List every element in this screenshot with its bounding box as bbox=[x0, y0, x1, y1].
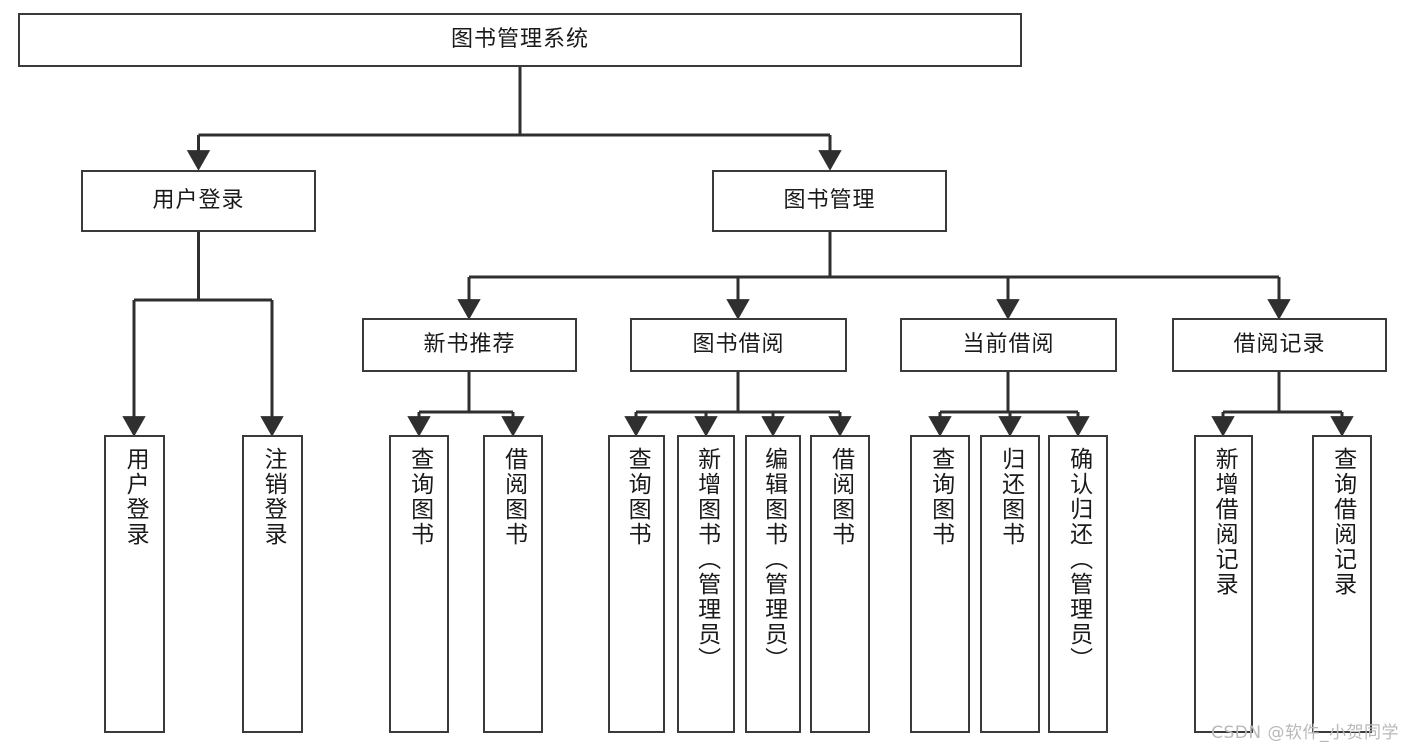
leaf-label: 注销登录 bbox=[260, 447, 287, 547]
node-root[interactable]: 图书管理系统 bbox=[18, 13, 1022, 67]
leaf-node[interactable]: 查询借阅记录 bbox=[1312, 435, 1372, 733]
leaf-node[interactable]: 借阅图书 bbox=[483, 435, 543, 733]
leaf-label: 确认归还（管理员） bbox=[1065, 447, 1092, 672]
leaf-node[interactable]: 查询图书 bbox=[910, 435, 970, 733]
node-root-label: 图书管理系统 bbox=[450, 26, 589, 52]
leaf-label: 查询图书 bbox=[624, 447, 651, 547]
node-current-borrow-label: 当前借阅 bbox=[962, 331, 1055, 357]
leaf-node[interactable]: 借阅图书 bbox=[810, 435, 870, 733]
watermark-text: CSDN @软件_小贺同学 bbox=[1211, 723, 1399, 743]
leaf-node[interactable]: 新增图书（管理员） bbox=[677, 435, 735, 733]
leaf-label: 新增图书（管理员） bbox=[693, 447, 720, 672]
node-current-borrow[interactable]: 当前借阅 bbox=[900, 318, 1117, 372]
node-user-login[interactable]: 用户登录 bbox=[81, 170, 316, 232]
leaf-label: 借阅图书 bbox=[500, 447, 527, 547]
node-user-login-label: 用户登录 bbox=[152, 187, 245, 213]
leaf-label: 编辑图书（管理员） bbox=[760, 447, 787, 672]
node-book-management-label: 图书管理 bbox=[783, 187, 876, 213]
leaf-node[interactable]: 新增借阅记录 bbox=[1194, 435, 1253, 733]
leaf-label: 新增借阅记录 bbox=[1211, 447, 1238, 597]
leaf-node[interactable]: 注销登录 bbox=[242, 435, 303, 733]
node-borrow-record[interactable]: 借阅记录 bbox=[1172, 318, 1387, 372]
node-new-book-recommend-label: 新书推荐 bbox=[423, 331, 516, 357]
leaf-label: 查询借阅记录 bbox=[1329, 447, 1356, 597]
node-book-management[interactable]: 图书管理 bbox=[712, 170, 947, 232]
leaf-node[interactable]: 确认归还（管理员） bbox=[1048, 435, 1108, 733]
leaf-label: 用户登录 bbox=[122, 447, 149, 547]
leaf-node[interactable]: 查询图书 bbox=[608, 435, 665, 733]
node-book-borrow[interactable]: 图书借阅 bbox=[630, 318, 847, 372]
leaf-node[interactable]: 用户登录 bbox=[104, 435, 165, 733]
leaf-label: 归还图书 bbox=[997, 447, 1024, 547]
node-book-borrow-label: 图书借阅 bbox=[692, 331, 785, 357]
leaf-node[interactable]: 归还图书 bbox=[980, 435, 1040, 733]
leaf-label: 查询图书 bbox=[406, 447, 433, 547]
leaf-node[interactable]: 查询图书 bbox=[389, 435, 449, 733]
leaf-label: 查询图书 bbox=[927, 447, 954, 547]
node-new-book-recommend[interactable]: 新书推荐 bbox=[362, 318, 577, 372]
leaf-label: 借阅图书 bbox=[827, 447, 854, 547]
leaf-node[interactable]: 编辑图书（管理员） bbox=[745, 435, 801, 733]
node-borrow-record-label: 借阅记录 bbox=[1233, 331, 1326, 357]
